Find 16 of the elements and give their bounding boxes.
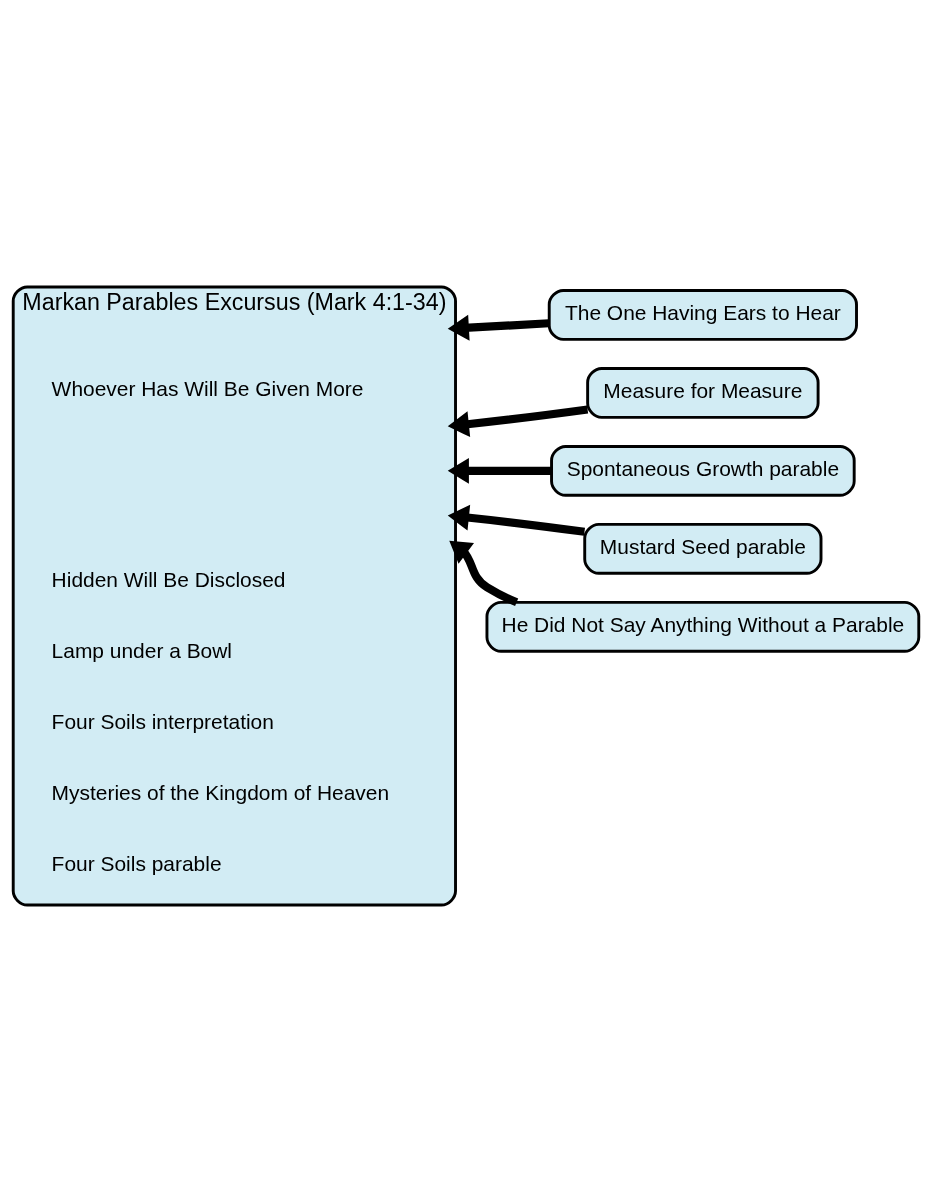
node-box: Measure for Measure [586, 367, 820, 419]
arrow [447, 405, 589, 437]
node-box: The One Having Ears to Hear [547, 289, 858, 341]
node-box: Mustard Seed parable [583, 522, 823, 575]
arrow [447, 314, 550, 341]
node-box: Spontaneous Growth parable [550, 444, 856, 497]
label: Four Soils parable [51, 851, 222, 875]
arrow [447, 457, 552, 484]
label: Mysteries of the Kingdom of Heaven [51, 780, 390, 804]
label: Lamp under a Bowl [51, 638, 233, 662]
label: Whoever Has Will Be Given More [51, 376, 364, 400]
arrow [447, 504, 586, 536]
arrow [449, 540, 519, 607]
label: Hidden Will Be Disclosed [51, 567, 286, 591]
label: Four Soils interpretation [51, 709, 274, 733]
node-box: He Did Not Say Anything Without a Parable [485, 600, 921, 653]
